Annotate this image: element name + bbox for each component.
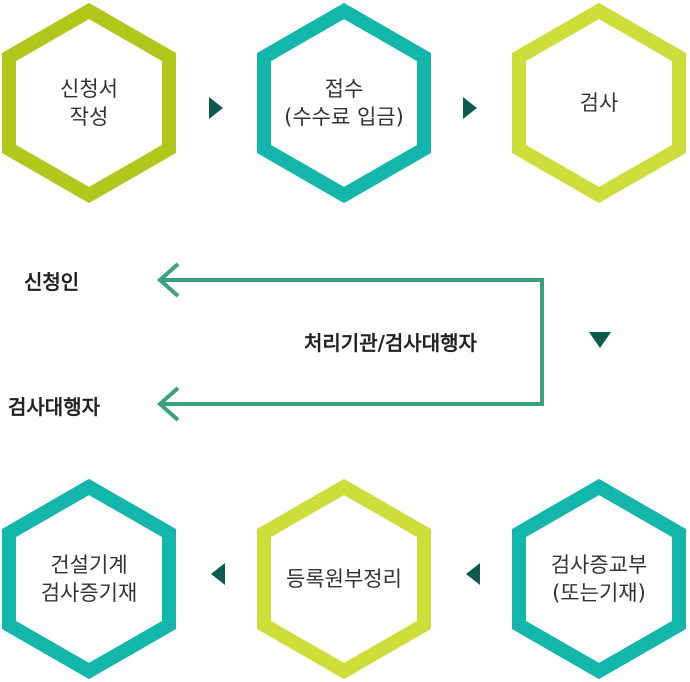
step-receipt-label: 접수 (수수료 입금) [269, 75, 419, 131]
step-record-line2: 검사증기재 [40, 581, 138, 605]
hexagon-record [2, 478, 176, 680]
step-registry-line1: 등록원부정리 [286, 567, 402, 591]
step-inspection-line1: 검사 [579, 91, 619, 115]
return-bracket-line [161, 278, 544, 406]
arrow-left-icon [466, 563, 480, 585]
arrow-down-icon [589, 332, 611, 348]
arrow-right-icon [463, 97, 477, 119]
inspection-agent-label: 검사대행자 [8, 395, 100, 419]
step-application-line1: 신청서 [60, 77, 118, 101]
arrow-head-upper-icon [156, 262, 180, 298]
step-receipt-line2: (수수료 입금) [284, 105, 404, 129]
processing-org-label: 처리기관/검사대행자 [304, 331, 477, 355]
step-record-label: 건설기계 검사증기재 [14, 551, 164, 607]
hexagon-registry [257, 478, 431, 680]
hexagon-inspection [512, 2, 686, 204]
step-inspection-label: 검사 [524, 89, 674, 117]
arrow-left-icon [211, 563, 225, 585]
applicant-label: 신청인 [24, 270, 80, 294]
hexagon-certificate [512, 478, 686, 680]
step-record-line1: 건설기계 [50, 553, 128, 577]
step-application-label: 신청서 작성 [14, 75, 164, 131]
step-certificate-line2: (또는기재) [552, 581, 646, 605]
step-application-line2: 작성 [69, 105, 109, 129]
step-registry-label: 등록원부정리 [269, 565, 419, 593]
arrow-right-icon [209, 97, 223, 119]
arrow-head-lower-icon [156, 386, 180, 422]
step-certificate-label: 검사증교부 (또는기재) [524, 551, 674, 607]
step-receipt-line1: 접수 [324, 77, 364, 101]
hexagon-receipt [257, 2, 431, 204]
step-certificate-line1: 검사증교부 [550, 553, 648, 577]
hexagon-application [2, 2, 176, 204]
